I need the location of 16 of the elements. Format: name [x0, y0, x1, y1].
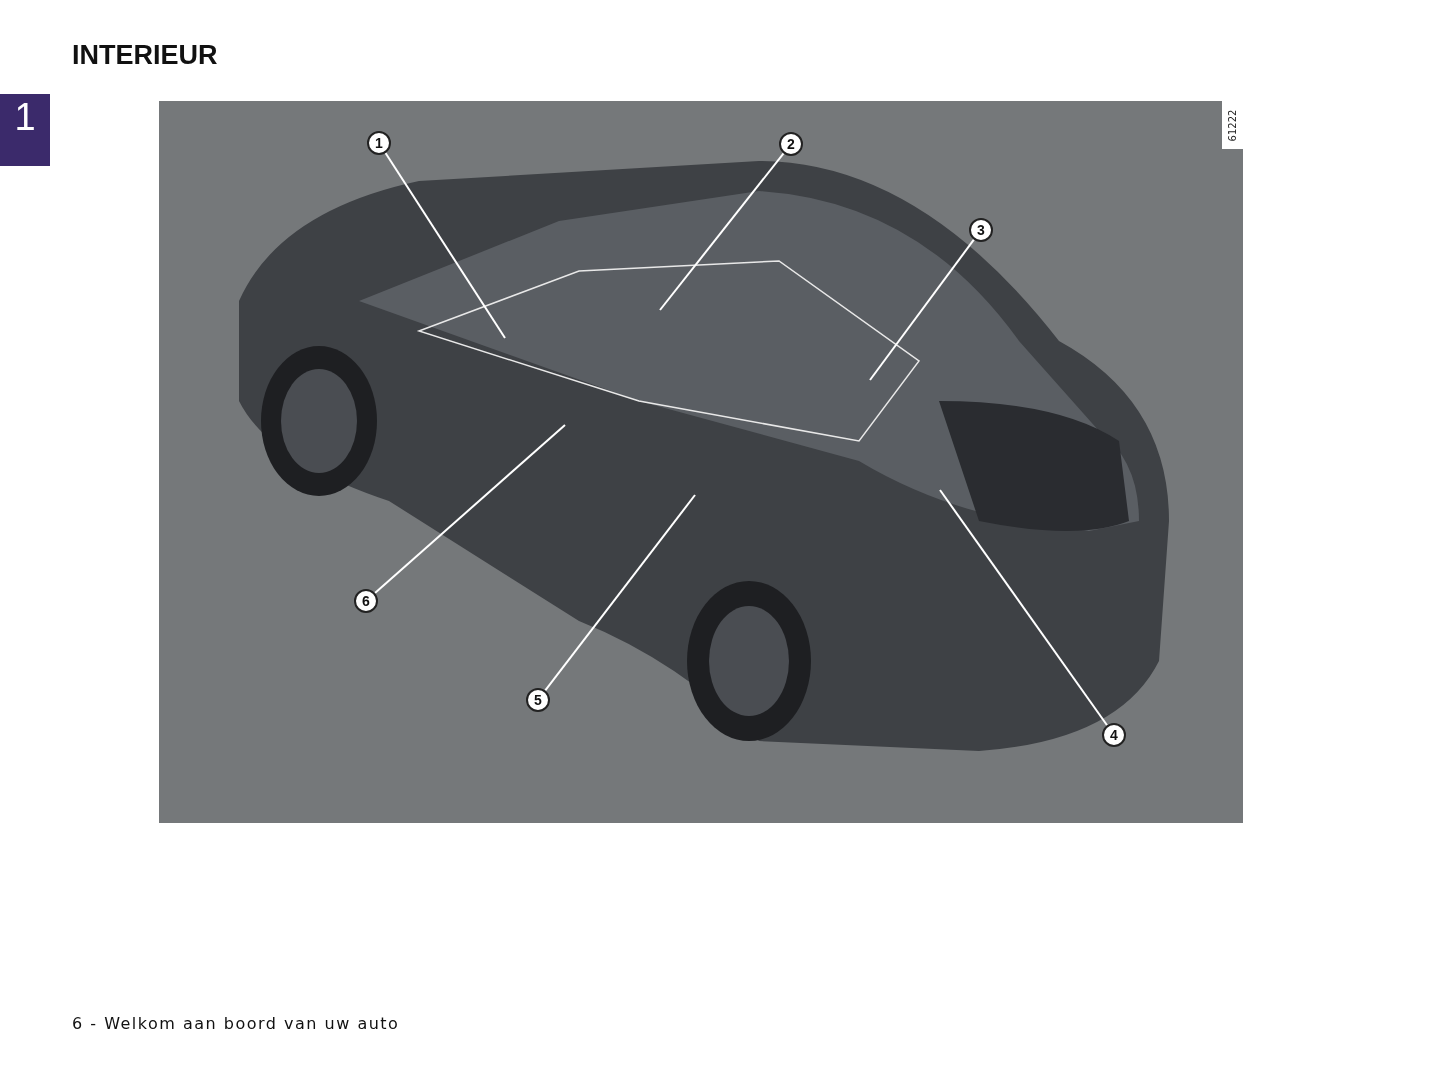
- page-footer: 6 - Welkom aan boord van uw auto: [72, 1014, 400, 1033]
- callout-number: 1: [367, 131, 391, 155]
- callout-number: 5: [526, 688, 550, 712]
- leader-line: [659, 152, 785, 311]
- image-code: 61222: [1222, 101, 1243, 149]
- callout-number: 2: [779, 132, 803, 156]
- page-title: INTERIEUR: [72, 40, 218, 71]
- leader-line: [384, 152, 506, 339]
- leader-line: [939, 489, 1109, 727]
- leader-line: [544, 494, 696, 692]
- callout-number: 4: [1102, 723, 1126, 747]
- callout-number: 6: [354, 589, 378, 613]
- callout-number: 3: [969, 218, 993, 242]
- leader-line: [869, 238, 975, 381]
- chapter-tab: 1: [0, 94, 50, 166]
- leader-line: [374, 424, 566, 595]
